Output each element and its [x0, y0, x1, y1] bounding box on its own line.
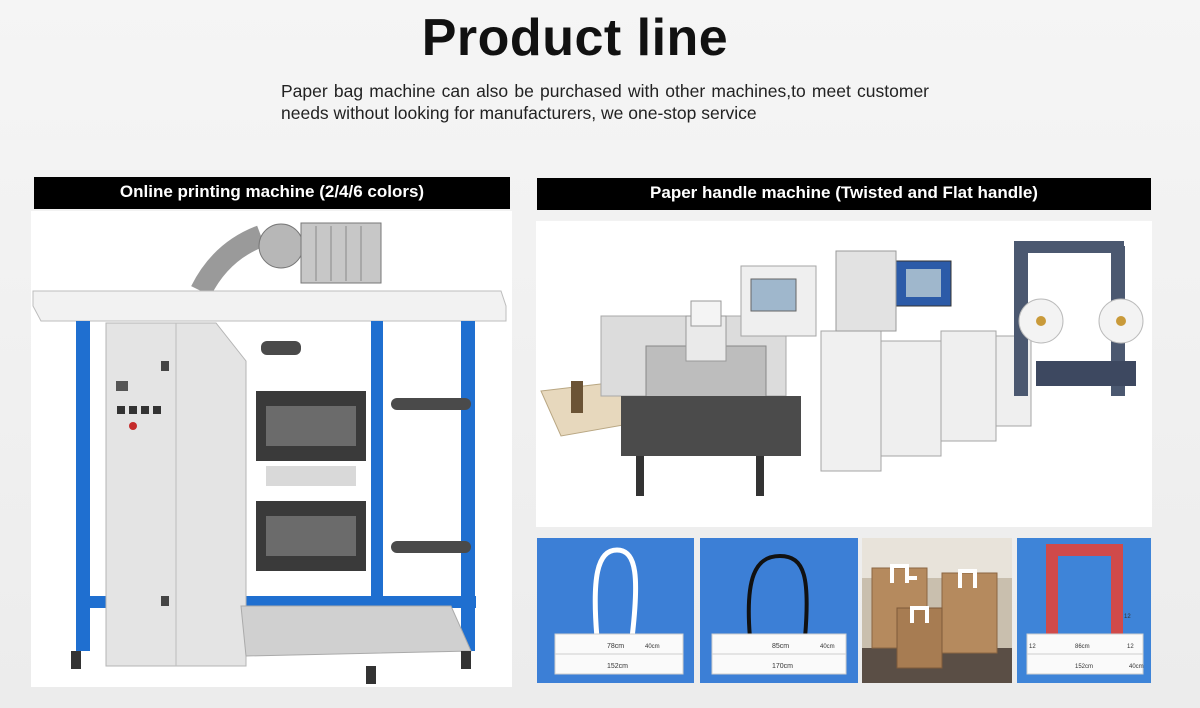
white-twisted-handle-illustration: 78cm 152cm 40cm — [554, 547, 684, 675]
strip-width-label: 40cm — [820, 644, 835, 650]
flat-handle-illustration: 12 86cm 12 152cm 12 40cm — [1026, 544, 1144, 675]
strip-width-label: 40cm — [645, 644, 660, 650]
handle-span-label: 86cm — [1075, 644, 1090, 650]
twisted-handle-white-photo: 78cm 152cm 40cm — [537, 538, 694, 683]
printing-machine-illustration — [31, 211, 512, 687]
handle-left-width-label: 12 — [1029, 644, 1036, 650]
handle-length-label: 78cm — [607, 643, 624, 650]
kraft-bags-photo — [862, 538, 1012, 683]
black-twisted-handle-illustration: 85cm 170cm 40cm — [711, 553, 847, 675]
twisted-handle-black-photo: 85cm 170cm 40cm — [700, 538, 858, 683]
handle-right-width-label: 12 — [1127, 644, 1134, 650]
page-title: Product line — [421, 9, 729, 67]
strip-length-label: 152cm — [1075, 664, 1093, 670]
kraft-bags-illustration — [862, 538, 1012, 683]
strip-width-label: 40cm — [1129, 664, 1144, 670]
flat-handle-photo: 12 86cm 12 152cm 12 40cm — [1017, 538, 1151, 683]
printing-machine-heading: Online printing machine (2/4/6 colors) — [34, 177, 510, 209]
strip-length-label: 152cm — [607, 663, 628, 670]
handle-machine-photo — [536, 221, 1152, 527]
handle-length-label: 85cm — [772, 643, 789, 650]
handle-machine-illustration — [536, 221, 1152, 527]
printing-machine-photo — [31, 211, 512, 687]
handle-height-label: 12 — [1124, 614, 1131, 620]
handle-machine-heading: Paper handle machine (Twisted and Flat h… — [537, 178, 1151, 210]
page-subtitle: Paper bag machine can also be purchased … — [281, 81, 929, 123]
strip-length-label: 170cm — [772, 663, 793, 670]
